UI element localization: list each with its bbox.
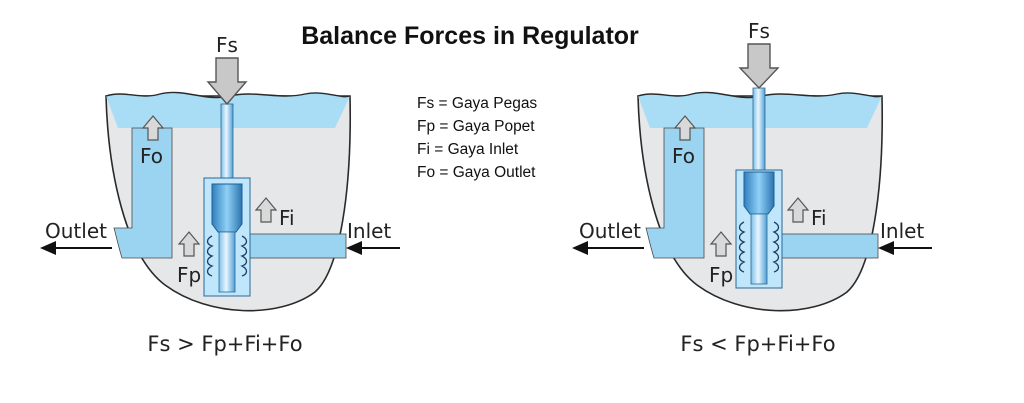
- right-fp-arrow: [709, 231, 733, 257]
- left-fo-arrow: [141, 115, 165, 141]
- right-fs-label: Fs: [748, 19, 770, 43]
- left-fs-arrow: [206, 57, 248, 106]
- right-outlet-arrowhead: [572, 241, 588, 255]
- left-inlet-arrowhead: [346, 241, 362, 255]
- right-outlet-label: Outlet: [579, 219, 641, 243]
- left-fs-label: Fs: [216, 33, 238, 57]
- right-regulator: Fs Fo Fi Fp Outlet Inlet Fs < Fp+Fi+Fo: [572, 19, 932, 356]
- right-fi-arrow: [786, 197, 810, 223]
- right-fo-label: Fo: [672, 144, 695, 168]
- left-inlet-label: Inlet: [347, 219, 391, 243]
- left-outlet-arrowhead: [40, 241, 56, 255]
- left-equation: Fs > Fp+Fi+Fo: [147, 332, 302, 356]
- right-fo-arrow: [673, 115, 697, 141]
- left-outlet-label: Outlet: [45, 219, 107, 243]
- left-fo-label: Fo: [140, 144, 163, 168]
- left-inlet-channel: [247, 233, 347, 259]
- right-outlet-channel: [645, 127, 705, 259]
- right-inlet-label: Inlet: [880, 219, 924, 243]
- right-fs-arrow: [738, 43, 780, 90]
- right-inlet-arrowhead: [878, 241, 894, 255]
- left-fi-label: Fi: [279, 206, 295, 230]
- legend: Fs = Gaya Pegas Fp = Gaya Popet Fi = Gay…: [417, 95, 537, 181]
- right-fi-label: Fi: [811, 206, 827, 230]
- left-fp-arrow: [177, 231, 201, 257]
- left-spring: [206, 235, 248, 277]
- left-fp-label: Fp: [177, 263, 201, 287]
- legend-item-fs: Fs = Gaya Pegas: [417, 95, 537, 112]
- left-poppet: [211, 183, 243, 233]
- right-spring: [738, 221, 780, 273]
- right-equation: Fs < Fp+Fi+Fo: [680, 332, 835, 356]
- right-inlet-channel: [779, 233, 879, 259]
- legend-item-fi: Fi = Gaya Inlet: [417, 141, 519, 158]
- right-fp-label: Fp: [709, 263, 733, 287]
- right-poppet: [743, 171, 775, 215]
- diagram-title: Balance Forces in Regulator: [301, 22, 639, 50]
- left-regulator: Fs Fo Fi Fp Outlet Inlet Fs > Fp+Fi+Fo: [40, 33, 400, 356]
- left-fi-arrow: [254, 197, 278, 223]
- legend-item-fp: Fp = Gaya Popet: [417, 118, 535, 135]
- left-outlet-channel: [113, 127, 173, 259]
- legend-item-fo: Fo = Gaya Outlet: [417, 164, 536, 181]
- right-valve-stem: [752, 87, 766, 179]
